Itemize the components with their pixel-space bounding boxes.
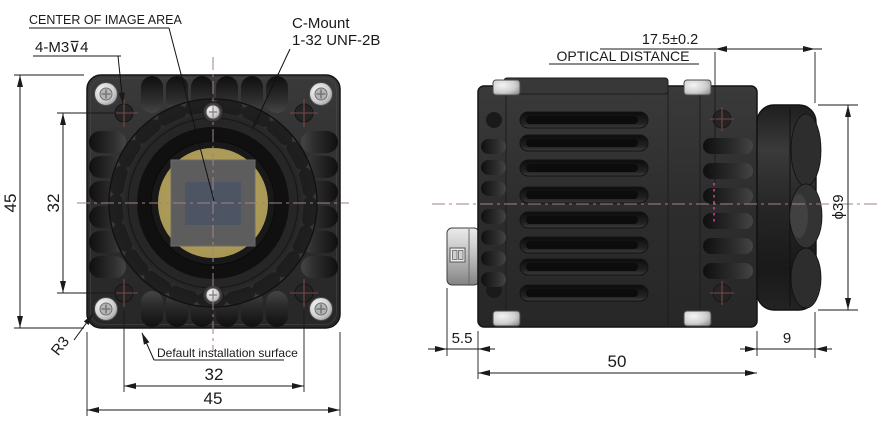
side-right-fins [703, 107, 753, 305]
dim-text-mount-protrusion: 9 [783, 330, 791, 347]
side-m3-hole [710, 281, 734, 305]
side-centerlines [432, 183, 878, 225]
callout-corner-radius: R3 [48, 313, 94, 359]
side-top-band [503, 77, 669, 95]
side-m3-hole [710, 107, 734, 131]
callout-text-center-of-image-area: CENTER OF IMAGE AREA [29, 13, 182, 27]
side-view [432, 77, 878, 328]
callout-text-thread-line2: 1-32 UNF-2B [292, 32, 380, 49]
m3-mounting-holes [110, 99, 318, 307]
dim-front-hole-spacing-horizontal: 32 [123, 310, 305, 392]
dim-text-front-height: 45 [1, 194, 20, 213]
dim-text-front-hole-spacing-v: 32 [44, 194, 63, 213]
callout-mounting-holes: 4-M3⊽4 [33, 39, 125, 105]
callout-text-mounting-holes: 4-M3⊽4 [35, 39, 89, 56]
side-heatsink-grooves [519, 111, 649, 302]
side-corner-screw-tabs [492, 79, 712, 327]
dim-front-overall-height: 45 [1, 74, 84, 329]
corner-screw-icons [94, 82, 333, 321]
callout-center-of-image-area: CENTER OF IMAGE AREA [29, 13, 215, 202]
dim-text-front-hole-spacing-h: 32 [205, 365, 224, 384]
side-connector [446, 227, 480, 286]
dim-text-optical-distance-caption: OPTICAL DISTANCE [556, 48, 689, 64]
side-left-fins [481, 112, 506, 298]
dim-side-optical-distance: 17.5±0.2 OPTICAL DISTANCE [549, 32, 822, 183]
dim-text-front-width: 45 [204, 389, 223, 408]
dim-side-mount-protrusion: 9 [740, 312, 832, 358]
dim-side-connector-protrusion: 5.5 [428, 288, 495, 379]
front-view [77, 57, 349, 352]
dim-front-hole-spacing-vertical: 32 [44, 112, 116, 294]
dim-text-mount-diameter: ϕ39 [830, 194, 847, 219]
callout-text-installation-surface: Default installation surface [157, 346, 298, 360]
dim-side-mount-diameter: ϕ39 [818, 104, 858, 311]
dim-text-optical-distance-value: 17.5±0.2 [642, 32, 698, 48]
callout-text-thread-line1: C-Mount [292, 15, 350, 32]
dim-text-connector-protrusion: 5.5 [452, 330, 473, 347]
dim-text-body-length: 50 [608, 352, 627, 371]
callout-c-mount-thread: C-Mount 1-32 UNF-2B [251, 15, 380, 131]
dim-side-body-length: 50 [478, 352, 757, 376]
callout-installation-surface: Default installation surface [141, 332, 298, 361]
dim-front-overall-width: 45 [86, 332, 341, 416]
front-centerlines [77, 57, 349, 352]
side-lens-mount [756, 104, 823, 311]
callout-text-corner-radius: R3 [48, 333, 73, 359]
